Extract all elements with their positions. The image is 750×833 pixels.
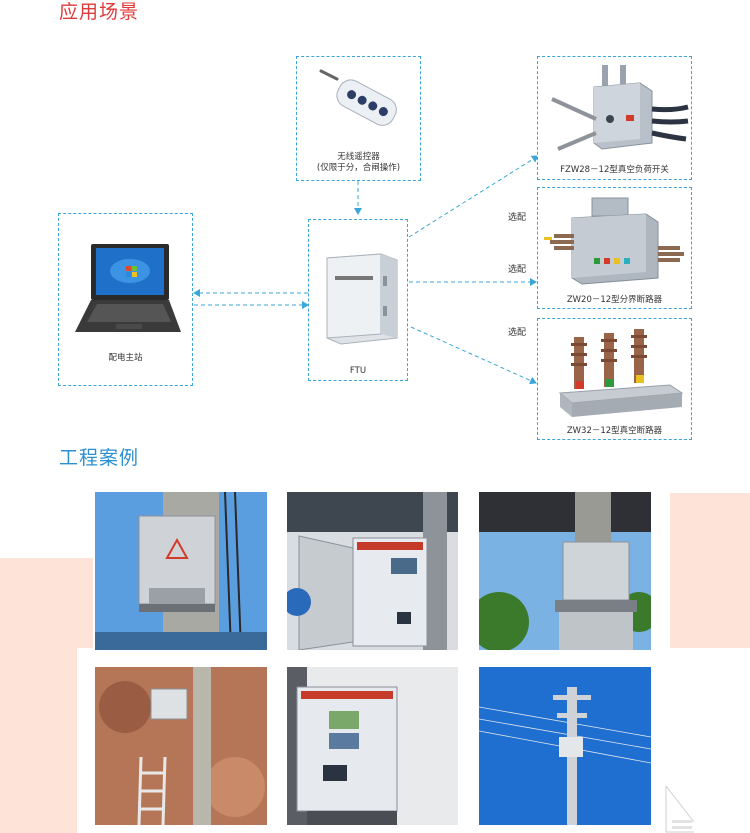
remote-label-2: (仅限于分，合闸操作) bbox=[316, 163, 401, 173]
arrow-ftu-to-zw32 bbox=[410, 326, 537, 385]
connection-arrows bbox=[193, 155, 539, 385]
option-label-zw32: 选配 bbox=[508, 328, 527, 338]
case-photo-1 bbox=[95, 492, 267, 650]
fzw28-switch-box: FZW28－12型真空负荷开关 bbox=[537, 56, 692, 180]
zw20-breaker-box: ZW20－12型分界断路器 bbox=[537, 187, 692, 309]
zw32-breaker-box: ZW32－12型真空断路器 bbox=[537, 318, 692, 440]
ftu-box: FTU bbox=[308, 219, 408, 381]
option-label-zw20: 选配 bbox=[508, 265, 527, 275]
case-photo-6 bbox=[479, 667, 651, 825]
case-photo-5 bbox=[287, 667, 458, 825]
remote-control-box: 无线遥控器 (仅限于分，合闸操作) bbox=[296, 56, 421, 181]
case-photo-4 bbox=[95, 667, 267, 825]
zw20-breaker-icon bbox=[544, 197, 684, 285]
zw20-label: ZW20－12型分界断路器 bbox=[566, 295, 663, 305]
remote-control-icon bbox=[319, 69, 397, 126]
ftu-label: FTU bbox=[349, 366, 367, 376]
remote-label-1: 无线遥控器 bbox=[337, 152, 380, 162]
cases-heading: 工程案例 bbox=[59, 447, 140, 469]
arrow-ftu-to-fzw28 bbox=[408, 155, 539, 238]
zw32-label: ZW32－12型真空断路器 bbox=[566, 426, 663, 436]
master-station-label: 配电主站 bbox=[108, 353, 143, 363]
case-photo-2 bbox=[287, 492, 458, 650]
option-label-fzw28: 选配 bbox=[508, 213, 527, 223]
laptop-icon bbox=[75, 244, 181, 332]
case-photo-3 bbox=[479, 492, 651, 650]
decor-corner-outline bbox=[665, 785, 695, 833]
decor-peach-right bbox=[670, 493, 750, 648]
fzw28-label: FZW28－12型真空负荷开关 bbox=[560, 165, 669, 175]
master-station-box: 配电主站 bbox=[58, 213, 193, 386]
fzw28-switch-icon bbox=[551, 65, 689, 151]
zw32-breaker-icon bbox=[558, 329, 684, 417]
ftu-cabinet-icon bbox=[326, 253, 398, 345]
decor-white-overlay bbox=[77, 648, 97, 833]
application-heading: 应用场景 bbox=[59, 1, 140, 23]
